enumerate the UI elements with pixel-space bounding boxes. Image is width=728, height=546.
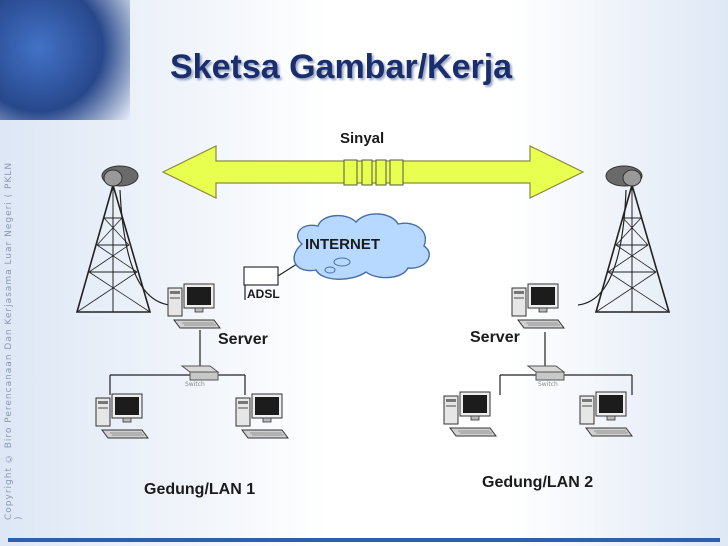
slide-title: Sketsa Gambar/Kerja: [170, 48, 513, 86]
switch-left-label: Switch: [185, 381, 205, 388]
switch-right-icon: [526, 365, 566, 381]
adsl-label: ADSL: [247, 287, 280, 301]
server-right-label: Server: [470, 329, 520, 346]
adsl-modem-icon: [243, 266, 279, 286]
lan2-computer-1-icon: [443, 391, 497, 437]
bottom-rule: [8, 538, 720, 542]
internet-cloud-icon: [293, 213, 430, 280]
corner-logo-art: [0, 0, 130, 120]
lan1-computer-2-icon: [235, 393, 289, 439]
server-left-computer-icon: [167, 283, 221, 329]
right-tower-icon: [594, 165, 671, 313]
switch-left-icon: [180, 365, 220, 381]
lan2-computer-2-icon: [579, 391, 633, 437]
signal-arrow: [161, 145, 585, 199]
lan-right-label: Gedung/LAN 2: [482, 474, 594, 491]
signal-label: Sinyal: [340, 130, 385, 147]
left-tower-icon: [75, 165, 152, 313]
server-left-label: Server: [218, 331, 268, 348]
lan-left-label: Gedung/LAN 1: [144, 481, 256, 498]
server-right-computer-icon: [511, 283, 565, 329]
connection-lines: [109, 189, 633, 395]
internet-label: INTERNET: [305, 236, 380, 253]
lan1-computer-1-icon: [95, 393, 149, 439]
switch-right-label: Switch: [538, 381, 558, 388]
